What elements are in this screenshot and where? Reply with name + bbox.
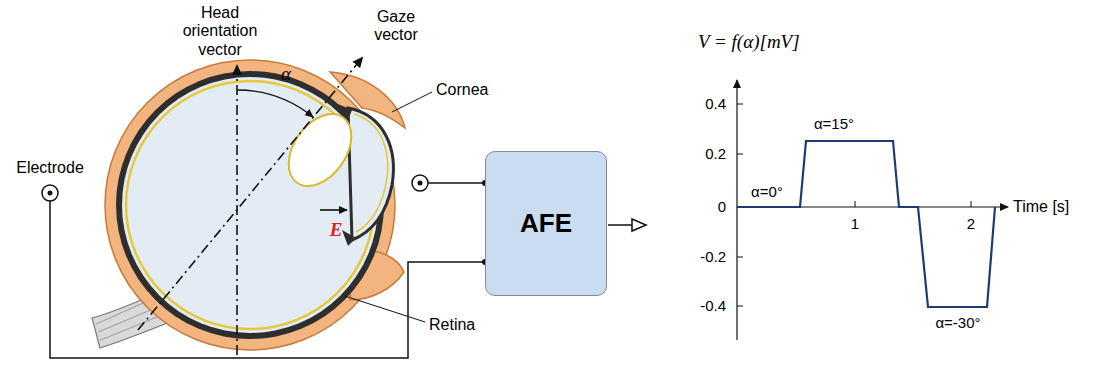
axis-title: Time [s] [1013, 198, 1069, 216]
electrode-symbol [42, 175, 428, 201]
angle-symbol: α [281, 63, 291, 85]
tick-label: -0.2 [700, 248, 726, 265]
axis-title: V = f(α)[mV] [698, 31, 800, 53]
tick-label: 0 [718, 198, 726, 215]
tick-label: 2 [967, 215, 975, 232]
angle-arc [237, 90, 313, 117]
vector-label: Head orientation vector [165, 4, 275, 59]
tick-label: 0.2 [705, 145, 726, 162]
tick-label: 0.4 [705, 95, 726, 112]
field-arrow [320, 209, 347, 211]
wire [428, 182, 485, 184]
eye-lids [105, 60, 405, 350]
leader-line [392, 92, 432, 112]
output-arrow [608, 219, 646, 231]
leader-line [345, 296, 425, 322]
state-label: α=-30° [935, 314, 980, 331]
gaze-vector [138, 58, 362, 330]
field-symbol: E [330, 219, 343, 241]
state-label: α=15° [814, 115, 854, 132]
eyeball [116, 71, 393, 339]
signal-trace [737, 141, 995, 307]
vector-label: Gaze vector [361, 8, 431, 45]
part-name: Retina [429, 316, 475, 334]
chart-axes [737, 80, 1008, 340]
state-label: α=0° [751, 183, 783, 200]
part-name: Electrode [16, 159, 84, 177]
tick-label: 1 [851, 215, 859, 232]
tick-label: -0.4 [700, 297, 726, 314]
processing-block: AFE [485, 151, 607, 296]
wire [50, 201, 485, 358]
part-name: Cornea [436, 81, 488, 99]
block-label: AFE [520, 208, 572, 239]
